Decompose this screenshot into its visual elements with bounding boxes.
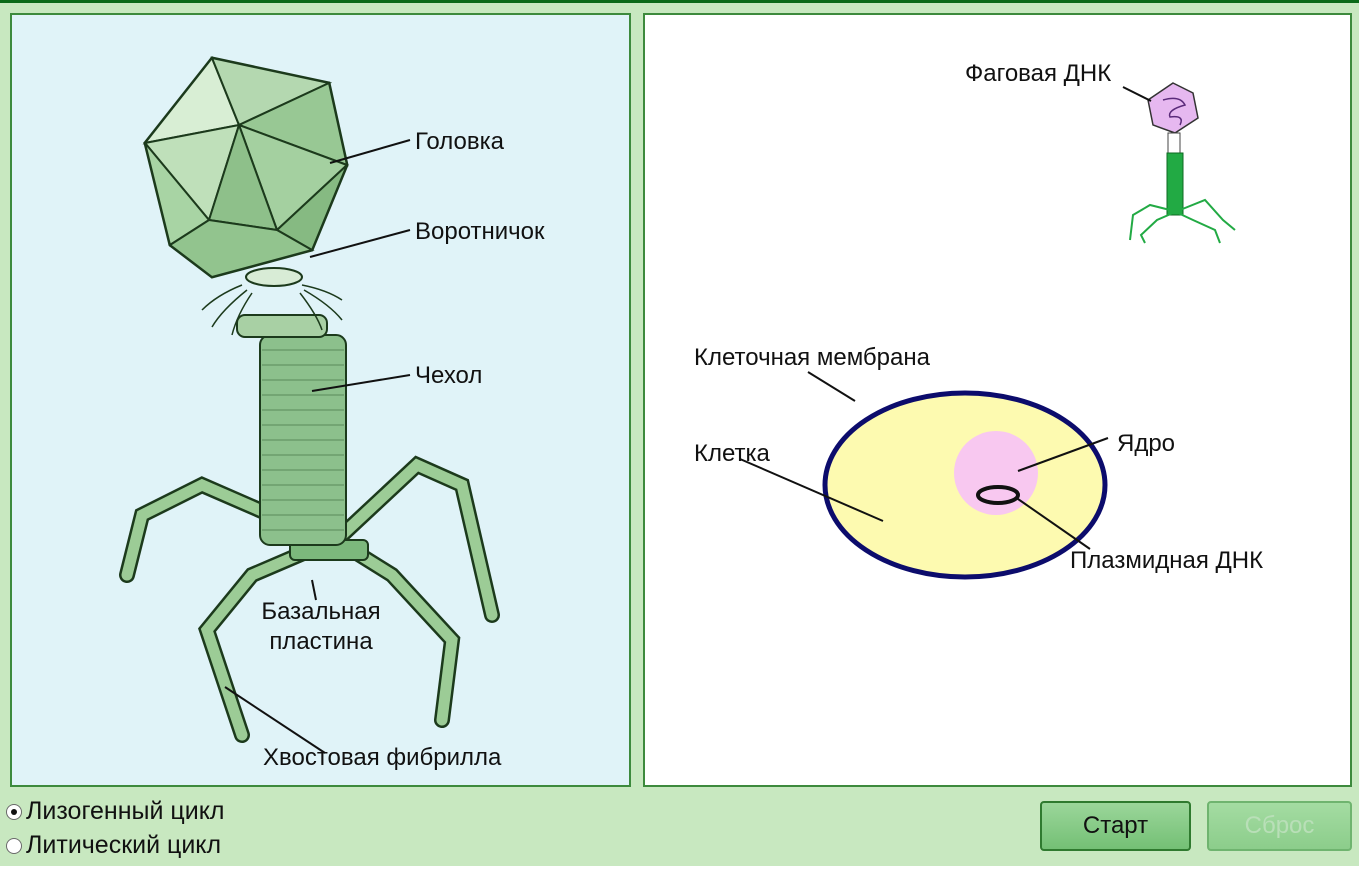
label-collar: Воротничок xyxy=(415,218,545,245)
label-cell: Клетка xyxy=(694,440,771,467)
label-cell-membrane: Клеточная мембрана xyxy=(694,344,931,371)
radio-lytic-cycle[interactable]: Литический цикл xyxy=(6,831,221,860)
reset-button[interactable]: Сброс xyxy=(1207,801,1352,851)
label-phage-dna: Фаговая ДНК xyxy=(965,60,1111,87)
phage-head xyxy=(145,58,347,277)
phage-head-small xyxy=(1148,83,1198,133)
radio-lytic-label: Литический цикл xyxy=(26,831,221,860)
phage-structure-diagram: Головка Воротничок Чехол Базальная пласт… xyxy=(12,15,629,785)
radio-button-checked[interactable] xyxy=(6,804,22,820)
radio-lysogenic-label: Лизогенный цикл xyxy=(26,797,225,826)
collar xyxy=(237,315,327,337)
label-sheath: Чехол xyxy=(415,362,482,389)
label-plasmid-dna: Плазмидная ДНК xyxy=(1070,547,1263,574)
label-tail-fiber: Хвостовая фибрилла xyxy=(263,744,502,771)
phage-structure-panel: Головка Воротничок Чехол Базальная пласт… xyxy=(10,13,631,787)
small-phage xyxy=(1130,83,1235,243)
radio-lysogenic-cycle[interactable]: Лизогенный цикл xyxy=(6,797,225,826)
label-base-plate-line2: пластина xyxy=(269,628,373,655)
radio-button-unchecked[interactable] xyxy=(6,838,22,854)
label-nucleus: Ядро xyxy=(1117,430,1175,457)
start-button[interactable]: Старт xyxy=(1040,801,1191,851)
infection-scene-panel: Фаговая ДНК Клеточная мембрана Клетка Яд… xyxy=(643,13,1352,787)
label-base-plate-line1: Базальная xyxy=(261,598,380,625)
label-head: Головка xyxy=(415,128,505,155)
phage-tail-small xyxy=(1167,153,1183,215)
infection-scene-diagram: Фаговая ДНК Клеточная мембрана Клетка Яд… xyxy=(645,15,1350,785)
control-bar: Лизогенный цикл Литический цикл Старт Сб… xyxy=(0,793,1359,869)
